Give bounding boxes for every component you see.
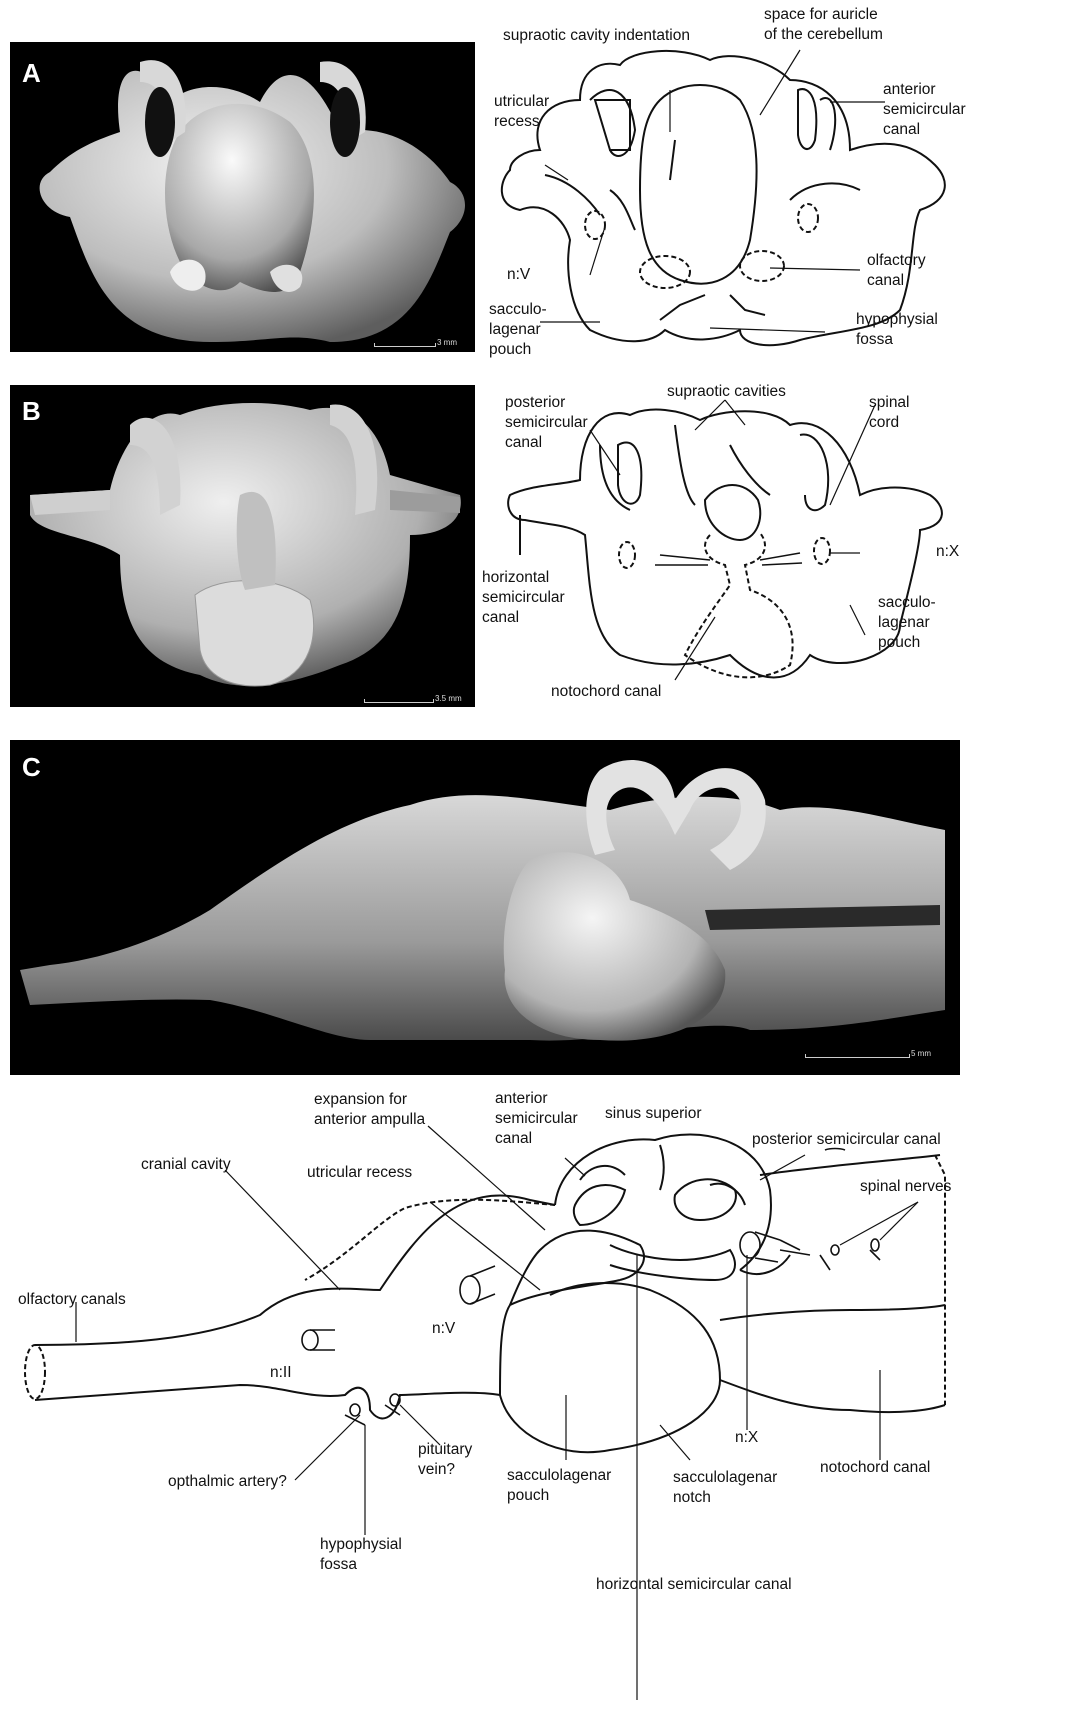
panel-a-specimen xyxy=(10,42,475,352)
label-c-horizontal-canal: horizontal semicircular canal xyxy=(596,1575,792,1595)
label-a-sacculo-pouch: sacculo- lagenar pouch xyxy=(489,300,547,360)
label-c-opthalmic-artery: opthalmic artery? xyxy=(168,1472,287,1492)
panel-a-render xyxy=(10,42,475,352)
label-c-sacculolagenar-pouch: sacculolagenar pouch xyxy=(507,1466,611,1506)
label-c-olfactory-canals: olfactory canals xyxy=(18,1290,126,1310)
label-c-sinus-superior: sinus superior xyxy=(605,1104,702,1124)
label-b-notochord-canal: notochord canal xyxy=(551,682,661,702)
label-c-notochord-canal: notochord canal xyxy=(820,1458,930,1478)
label-c-posterior-canal: posterior semicircular canal xyxy=(752,1130,941,1150)
label-c-nerve-x: n:X xyxy=(735,1428,758,1448)
panel-c-scale-label: 5 mm xyxy=(911,1049,931,1058)
label-c-spinal-nerves: spinal nerves xyxy=(860,1177,951,1197)
label-c-utricular-recess: utricular recess xyxy=(307,1163,412,1183)
label-a-nerve-v: n:V xyxy=(507,265,530,285)
label-c-expansion-ampulla: expansion for anterior ampulla xyxy=(314,1090,425,1130)
panel-a-letter: A xyxy=(22,58,41,89)
panel-b-letter: B xyxy=(22,396,41,427)
label-a-supraotic-indentation: supraotic cavity indentation xyxy=(503,26,690,46)
label-a-hypophysial-fossa: hypophysial fossa xyxy=(856,310,938,350)
label-a-space-auricle: space for auricle of the cerebellum xyxy=(764,5,883,45)
label-c-nerve-v: n:V xyxy=(432,1319,455,1339)
label-c-sacculolagenar-notch: sacculolagenar notch xyxy=(673,1468,777,1508)
panel-b-scale-label: 3.5 mm xyxy=(435,694,462,703)
panel-c-specimen xyxy=(10,740,960,1075)
label-b-nerve-x: n:X xyxy=(936,542,959,562)
label-c-cranial-cavity: cranial cavity xyxy=(141,1155,231,1175)
panel-c-render xyxy=(10,740,960,1075)
panel-c-letter: C xyxy=(22,752,41,783)
label-c-nerve-ii: n:II xyxy=(270,1363,292,1383)
label-b-posterior-canal: posterior semicircular canal xyxy=(505,393,588,453)
label-a-olfactory-canal: olfactory canal xyxy=(867,251,926,291)
label-a-utricular-recess: utricular recess xyxy=(494,92,549,132)
label-b-spinal-cord: spinal cord xyxy=(869,393,910,433)
panel-b-specimen xyxy=(10,385,475,707)
label-a-anterior-canal: anterior semicircular canal xyxy=(883,80,966,140)
panel-b-render xyxy=(10,385,475,707)
panel-a-drawing xyxy=(480,40,1080,360)
label-b-sacculo-pouch: sacculo- lagenar pouch xyxy=(878,593,936,653)
label-c-pituitary-vein: pituitary vein? xyxy=(418,1440,472,1480)
panel-a-scale-label: 3 mm xyxy=(437,338,457,347)
label-c-hypophysial-fossa: hypophysial fossa xyxy=(320,1535,402,1575)
label-c-anterior-canal: anterior semicircular canal xyxy=(495,1089,578,1149)
label-b-horizontal-canal: horizontal semicircular canal xyxy=(482,568,565,628)
label-b-supraotic-cavities: supraotic cavities xyxy=(667,382,786,402)
